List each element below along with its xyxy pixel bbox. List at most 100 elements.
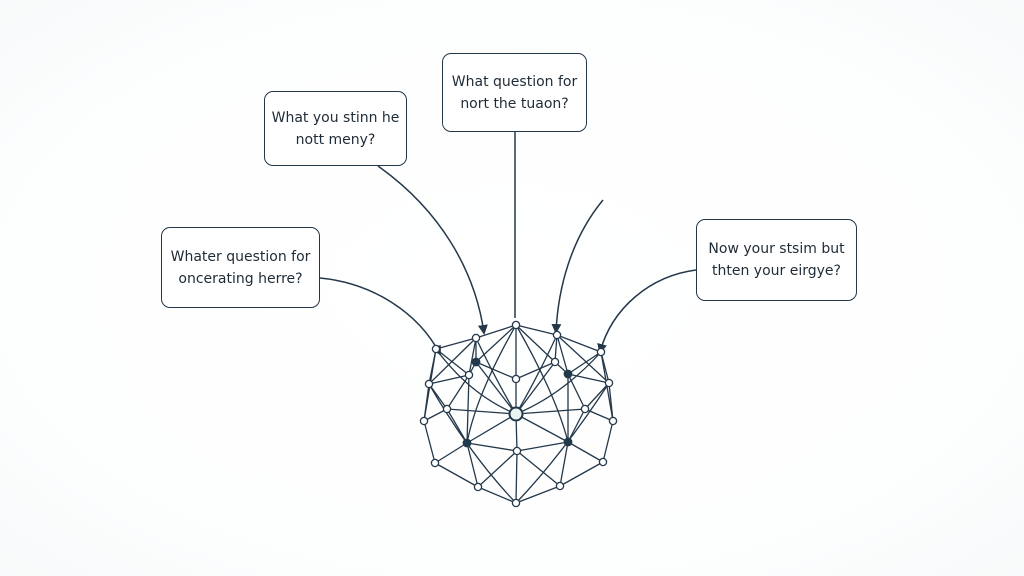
network-edge xyxy=(468,337,477,376)
network-arc xyxy=(515,324,569,443)
network-node xyxy=(598,457,608,467)
callout-text: Now your stsim but xyxy=(708,241,845,257)
callout-box-q3: Whater question for oncerating herre? xyxy=(161,227,320,308)
network-edge xyxy=(515,324,556,363)
network-arc xyxy=(466,324,517,444)
arrow-incoming xyxy=(551,199,604,334)
network-edge xyxy=(584,408,614,422)
callout-text: What question for xyxy=(451,73,578,90)
callout-text: thten your eirgye? xyxy=(712,263,841,279)
network-hub-node xyxy=(462,438,472,448)
network-node xyxy=(424,379,434,389)
network-node xyxy=(552,330,562,340)
network-edge xyxy=(446,408,468,444)
network-edge xyxy=(516,450,561,487)
network-node xyxy=(608,416,618,426)
network-edge xyxy=(466,413,517,444)
network-edge xyxy=(434,442,468,464)
network-arc xyxy=(515,351,602,415)
network-node xyxy=(419,416,429,426)
network-node xyxy=(471,333,481,343)
network-edge xyxy=(567,373,610,384)
network-edge xyxy=(584,382,610,410)
network-edge xyxy=(515,485,561,504)
network-edge xyxy=(434,462,479,488)
network-edge xyxy=(516,441,569,452)
network-edge xyxy=(423,420,436,464)
network-edge xyxy=(556,334,610,384)
network-edge xyxy=(446,374,470,410)
network-edge xyxy=(435,337,477,350)
arrow-q1 xyxy=(377,165,488,335)
network-hub-node xyxy=(563,369,573,379)
network-edge xyxy=(559,441,569,487)
arrow-q4 xyxy=(597,269,697,354)
callout-text: nort the tuaon? xyxy=(460,95,569,112)
network-edge xyxy=(567,408,586,443)
network-node xyxy=(511,374,521,384)
network-edge xyxy=(515,361,556,380)
network-arc xyxy=(515,382,610,504)
network-edge xyxy=(554,334,558,363)
network-node xyxy=(512,446,522,456)
network-arc xyxy=(428,383,517,504)
network-node xyxy=(511,320,521,330)
network-edge xyxy=(446,408,517,415)
network-edge xyxy=(435,348,470,376)
network-edge xyxy=(466,374,470,444)
network-edges xyxy=(423,324,614,504)
network-edge xyxy=(466,442,479,488)
network-center-node xyxy=(508,406,524,422)
callout-text: oncerating herre? xyxy=(178,270,303,287)
network-edge xyxy=(559,461,604,487)
network-edge xyxy=(556,334,569,375)
network-node xyxy=(596,347,606,357)
network-edge xyxy=(515,408,586,415)
callout-arrows xyxy=(319,132,697,356)
network-edge xyxy=(556,334,602,353)
network-edge xyxy=(602,420,614,463)
network-edge xyxy=(515,361,556,415)
network-edge xyxy=(428,374,470,385)
network-edge xyxy=(515,413,569,443)
arrow-q3 xyxy=(319,277,441,356)
network-node xyxy=(464,370,474,380)
network-node xyxy=(442,404,452,414)
callout-text: Whater question for xyxy=(170,248,311,265)
network-edge xyxy=(515,324,558,336)
network-node xyxy=(431,344,441,354)
network-node xyxy=(473,482,483,492)
callout-box-q4: Now your stsim but thten your eirgye? xyxy=(696,219,857,301)
network-edge xyxy=(428,337,477,385)
network-edge xyxy=(477,486,517,504)
network-hub-node xyxy=(471,357,481,367)
callout-text: What you stinn he xyxy=(271,109,400,126)
network-arc xyxy=(475,337,517,415)
callout-box-q2: What question for nort the tuaon? xyxy=(442,53,587,132)
network-node xyxy=(430,458,440,468)
network-node xyxy=(511,498,521,508)
network-edge xyxy=(515,450,518,504)
network-edge xyxy=(423,408,448,422)
network-edge xyxy=(567,351,602,375)
network-edge xyxy=(466,442,518,452)
callout-box-q1: What you stinn he nott meny? xyxy=(264,91,407,166)
network-node xyxy=(555,481,565,491)
network-edge xyxy=(477,450,518,488)
network-arc xyxy=(435,348,517,415)
network-edge xyxy=(567,373,586,410)
network-edge xyxy=(475,324,517,339)
network-node xyxy=(580,404,590,414)
network-arc xyxy=(515,334,558,415)
network-nodes xyxy=(419,320,618,508)
network-node xyxy=(604,378,614,388)
network-edge xyxy=(475,361,517,380)
callout-text: nott meny? xyxy=(295,131,376,148)
network-node xyxy=(550,357,560,367)
network-hub-node xyxy=(563,437,573,447)
network-edge xyxy=(567,441,604,463)
network-edge xyxy=(475,324,517,363)
network-edge xyxy=(475,361,517,415)
